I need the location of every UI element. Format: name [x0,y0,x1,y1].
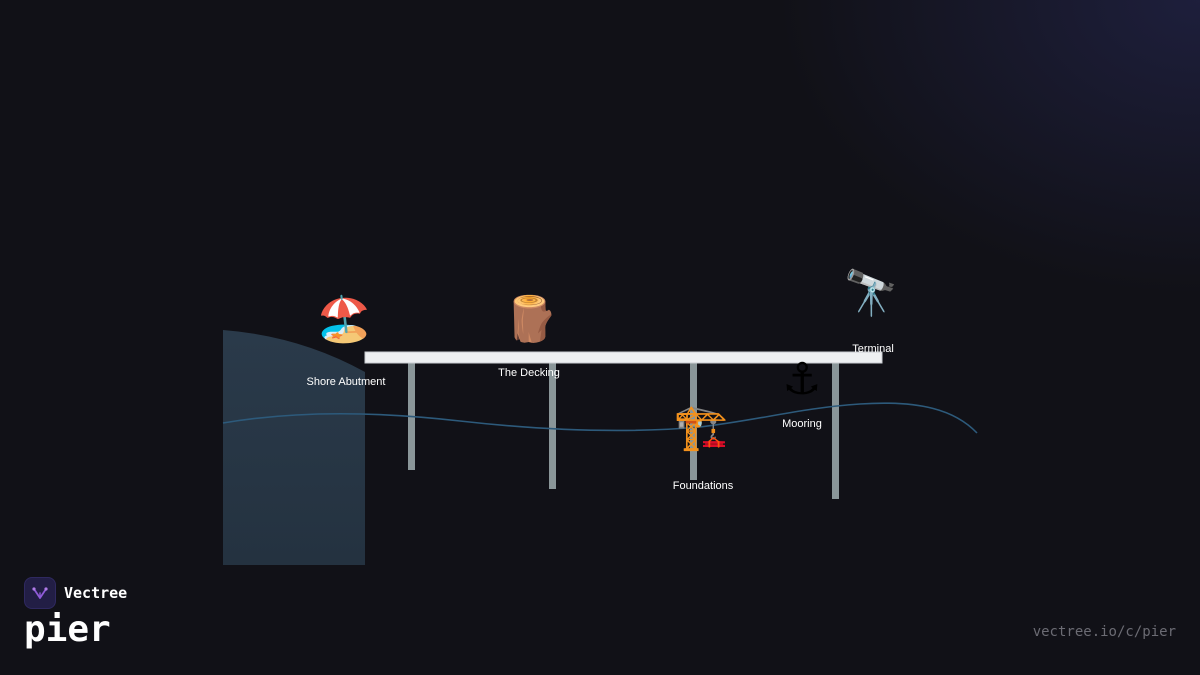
node-label-mooring: Mooring [782,418,822,430]
node-label-foundations: Foundations [672,480,734,492]
construction-crane-icon: 🏗️ [673,402,729,453]
brand-name: Vectree [64,584,128,602]
node-label-terminal: Terminal [852,343,894,355]
wood-log-icon: 🪵 [503,294,559,345]
piling-2 [549,358,556,489]
water-line [222,402,978,434]
pier-deck [364,351,883,364]
page-title: pier [24,609,111,650]
telescope-icon: 🔭 [843,268,899,319]
node-label-shore-abutment: Shore Abutment [306,376,386,388]
piling-1 [408,358,415,470]
node-label-the-decking: The Decking [498,367,560,379]
brand-block: Vectree [24,577,127,609]
anchor-icon: ⚓ [782,354,822,405]
source-url: vectree.io/c/pier [1032,624,1176,640]
piling-3 [690,358,697,480]
piling-4 [832,358,839,499]
shore-landmass [223,330,365,565]
beach-umbrella-icon: 🏖️ [316,294,372,345]
vectree-logo-icon [24,577,56,609]
